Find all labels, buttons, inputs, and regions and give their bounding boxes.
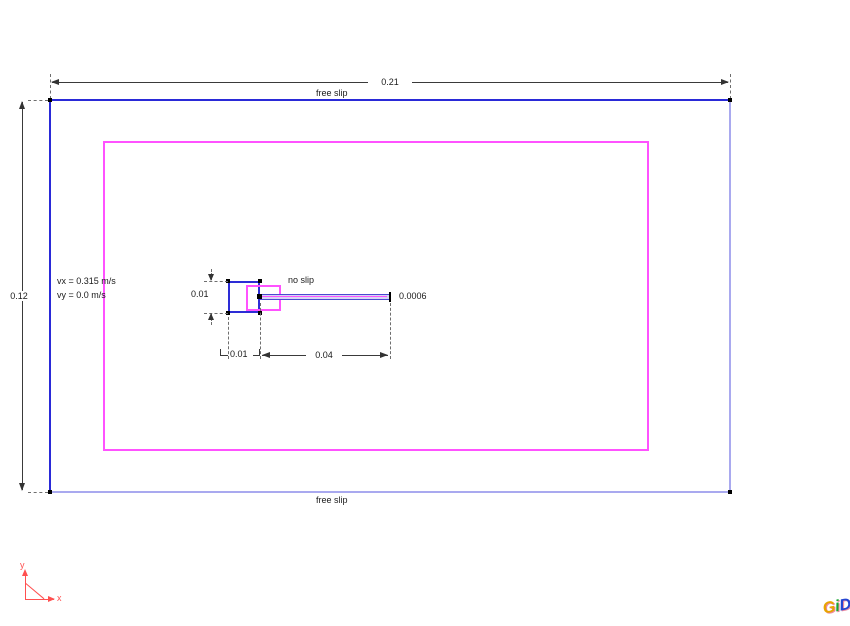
- arrow-left-icon: [51, 79, 59, 85]
- corner-node: [48, 490, 52, 494]
- x-axis-label: x: [57, 593, 62, 603]
- free-slip-bottom-label: free slip: [316, 495, 348, 505]
- domain-right-edge: [729, 99, 731, 493]
- free-slip-top-label: free slip: [316, 88, 348, 98]
- domain-left-edge: [49, 99, 51, 493]
- refinement-box-outer: [103, 141, 649, 451]
- extension-line-top: [28, 100, 48, 101]
- plate-bottom-line: [260, 299, 390, 300]
- plate-thickness-label: 0.0006: [399, 291, 427, 301]
- plate-midline: [261, 296, 387, 297]
- plate-fill: [260, 295, 390, 299]
- x-axis-arrow-icon: [48, 596, 55, 602]
- domain-top-edge: [49, 99, 731, 101]
- arrow-down-icon: [19, 483, 25, 491]
- arrow-up-icon: [208, 313, 214, 320]
- arrow-right-icon: [721, 79, 729, 85]
- arrow-up-icon: [19, 101, 25, 109]
- inlet-vx-label: vx = 0.315 m/s: [57, 276, 116, 286]
- square-node: [226, 279, 230, 283]
- hook-right: [259, 349, 260, 356]
- plate-tip-tick: [389, 292, 391, 302]
- z-axis-diagonal: [25, 583, 45, 600]
- y-axis-line: [25, 572, 26, 600]
- domain-bottom-edge: [49, 491, 731, 493]
- extension-plate-tip: [390, 303, 391, 359]
- extension-line-left: [50, 74, 51, 99]
- square-node: [258, 279, 262, 283]
- square-width-label: 0.01: [230, 349, 248, 359]
- extension-square-right: [260, 303, 261, 359]
- extension-line-right: [730, 74, 731, 99]
- corner-node: [728, 490, 732, 494]
- corner-node: [728, 98, 732, 102]
- no-slip-label: no slip: [288, 275, 315, 285]
- y-axis-arrow-icon: [22, 569, 28, 576]
- tick-square-top: [204, 281, 228, 282]
- square-node: [226, 311, 230, 315]
- hook-right-seg: [253, 355, 260, 356]
- gid-logo: GiD: [821, 594, 850, 623]
- tick-square-bottom: [204, 313, 228, 314]
- arrow-down-icon: [208, 274, 214, 281]
- plate-top-line: [260, 294, 390, 295]
- domain-width-label: 0.21: [368, 77, 412, 87]
- extension-line-bottom: [28, 492, 48, 493]
- hook-left: [220, 349, 221, 356]
- arrow-left-icon: [262, 352, 270, 358]
- extension-square-left: [228, 317, 229, 359]
- domain-height-label: 0.12: [6, 291, 32, 301]
- x-axis-line: [25, 599, 54, 600]
- logo-letter: D: [838, 595, 850, 615]
- plate-length-label: 0.04: [306, 350, 342, 360]
- plate-root-node: [257, 294, 262, 299]
- y-axis-label: y: [20, 560, 25, 570]
- arrow-right-icon: [380, 352, 388, 358]
- hook-left-seg: [220, 355, 228, 356]
- square-height-label: 0.01: [191, 289, 209, 299]
- corner-node: [48, 98, 52, 102]
- inlet-vy-label: vy = 0.0 m/s: [57, 290, 106, 300]
